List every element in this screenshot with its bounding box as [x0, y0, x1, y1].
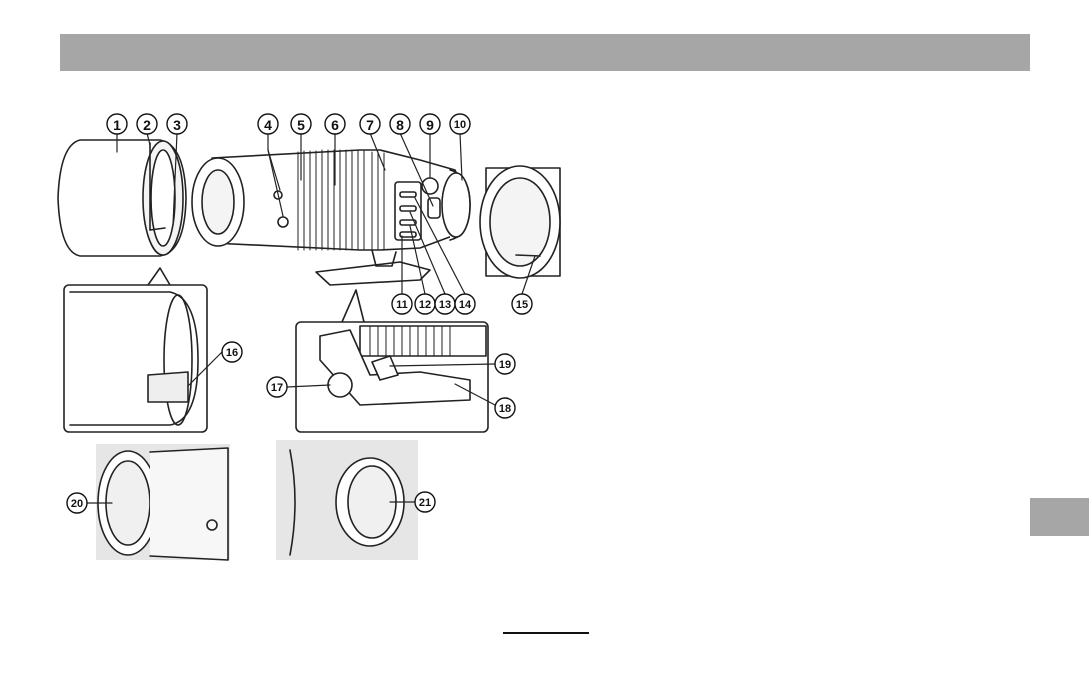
callout-21: 21	[419, 497, 431, 509]
rear-mount-photo	[276, 440, 418, 560]
page-number-underline	[503, 632, 589, 634]
callout-13: 13	[439, 299, 451, 311]
lens-hood-illustration	[58, 140, 186, 256]
callout-17: 17	[271, 382, 283, 394]
front-cap-photo	[96, 444, 230, 560]
callout-14: 14	[459, 299, 472, 311]
callout-18: 18	[499, 403, 511, 415]
callout-12: 12	[419, 299, 431, 311]
callout-19: 19	[499, 359, 511, 371]
callout-20: 20	[71, 498, 83, 510]
callout-2: 2	[143, 117, 151, 133]
callout-5: 5	[297, 117, 305, 133]
callout-15: 15	[516, 299, 528, 311]
callout-1: 1	[113, 117, 121, 133]
callout-8: 8	[396, 117, 404, 133]
callout-10: 10	[454, 119, 466, 131]
hood-inset	[64, 268, 207, 432]
callout-6: 6	[331, 117, 339, 133]
callout-11: 11	[396, 299, 408, 311]
callout-4: 4	[264, 117, 272, 133]
callout-7: 7	[366, 117, 374, 133]
callout-16: 16	[226, 347, 238, 359]
lens-body-illustration	[192, 150, 470, 285]
callout-3: 3	[173, 117, 181, 133]
callout-9: 9	[426, 117, 434, 133]
rear-cap-illustration	[480, 166, 560, 278]
